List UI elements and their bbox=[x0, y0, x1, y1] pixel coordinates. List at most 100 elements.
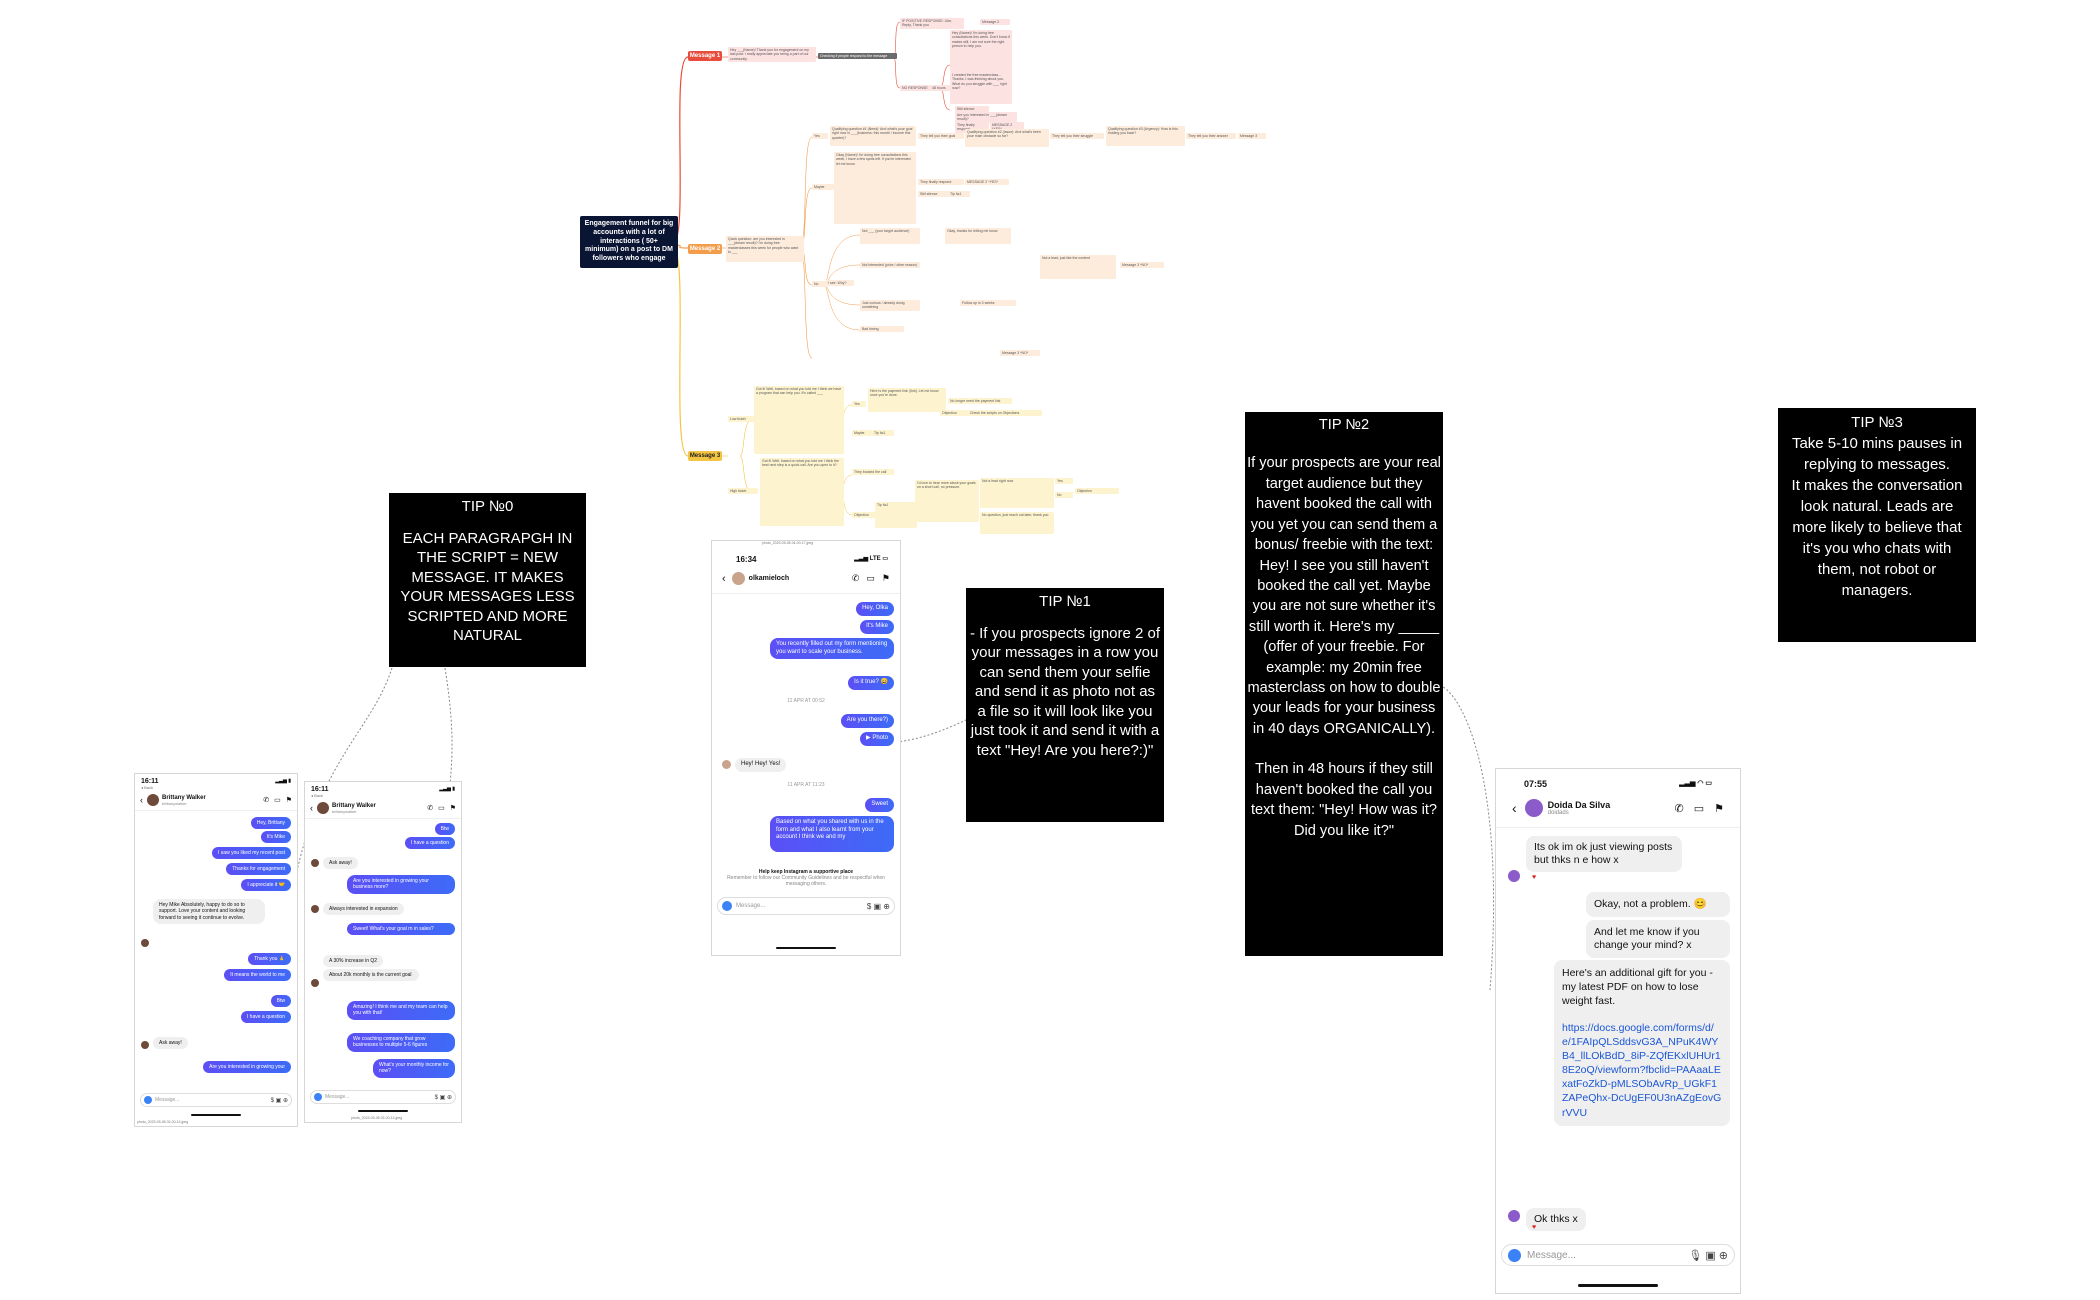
message-bubble[interactable]: Is it true? 😀 bbox=[848, 676, 894, 690]
message-2-resend[interactable]: Message 3 *NO* bbox=[1000, 350, 1040, 357]
photo-message[interactable]: ▶ Photo bbox=[860, 732, 894, 746]
message-2-no-reason-4[interactable]: Bad timing bbox=[860, 326, 904, 333]
message-3-ht-objection-label[interactable]: Objection bbox=[1075, 488, 1119, 495]
avatar[interactable] bbox=[731, 572, 745, 585]
message-bubble[interactable]: Btw bbox=[270, 995, 291, 1008]
message-bubble[interactable]: You recently filled out my form mentioni… bbox=[770, 638, 894, 659]
message-bubble[interactable]: Amazing! I think me and my team can help… bbox=[347, 1001, 455, 1020]
message-3-ht-objection-next[interactable]: Tip №1 bbox=[875, 502, 917, 528]
message-1-text[interactable]: Hey ___(Name)! Thank you for engagement … bbox=[728, 47, 816, 63]
message-bubble[interactable]: I saw you liked my recent post bbox=[212, 847, 291, 860]
message-3-ht-yes-text[interactable]: They booked the call bbox=[852, 469, 894, 476]
message-bubble[interactable]: Ok thks x bbox=[1526, 1208, 1586, 1232]
message-1-action[interactable]: Checking if people respond to the messag… bbox=[818, 53, 897, 60]
message-1-replied[interactable]: They finally respond bbox=[955, 122, 989, 133]
message-3-lt-yes[interactable]: Yes bbox=[852, 401, 866, 408]
message-bubble[interactable]: Are you interested in growing your busin… bbox=[347, 875, 455, 894]
avatar[interactable] bbox=[147, 794, 159, 806]
message-3-tag[interactable]: Message 3 bbox=[688, 451, 722, 461]
message-3-low-ticket[interactable]: Low ticket bbox=[728, 416, 756, 423]
avatar[interactable] bbox=[317, 802, 329, 814]
message-3-high-ticket[interactable]: High ticket bbox=[728, 488, 758, 495]
message-2-sell-later[interactable]: Message 3 *NO* bbox=[1120, 262, 1164, 269]
message-3-lt-objection[interactable]: Objection bbox=[940, 410, 968, 417]
message-3-ht-followup[interactable]: No question, just reach out later, thank… bbox=[980, 512, 1054, 534]
message-3-ht-objection[interactable]: Objection bbox=[852, 512, 876, 519]
message-bubble[interactable]: Are you interested in growing your bbox=[203, 1061, 291, 1074]
message-2-no-response-next[interactable]: MESSAGE 2 *YES* bbox=[965, 179, 1009, 186]
back-link[interactable]: ◂ Back bbox=[141, 785, 154, 790]
message-bubble[interactable]: It's Mike bbox=[860, 620, 894, 634]
message-composer[interactable]: Message... $ ▣ ⊕ bbox=[717, 897, 895, 915]
message-bubble[interactable]: Ask away! bbox=[323, 857, 358, 870]
video-icon[interactable]: ▭ bbox=[438, 805, 445, 812]
message-3-lt-yes-next[interactable]: No longer need the payment link bbox=[948, 398, 1012, 405]
message-bubble[interactable]: What's your monthly income for now? bbox=[373, 1059, 455, 1078]
message-3-ht-yes[interactable]: Yes bbox=[1055, 478, 1073, 485]
avatar[interactable] bbox=[1524, 799, 1543, 817]
phone-icon[interactable]: ✆ bbox=[263, 797, 270, 804]
camera-icon[interactable] bbox=[722, 901, 732, 911]
message-composer[interactable]: Message... $ ▣ ⊕ bbox=[310, 1090, 456, 1104]
back-arrow-icon[interactable]: ‹ bbox=[140, 795, 143, 805]
message-bubble[interactable]: A 30% increase in Q2 bbox=[323, 955, 384, 968]
message-1-followup[interactable]: I created the free masterclass... Thanks… bbox=[950, 72, 1012, 104]
phone-icon[interactable]: ✆ bbox=[1674, 802, 1684, 815]
message-3-lt-objection-next[interactable]: Check the scripts on Objections bbox=[968, 410, 1042, 417]
message-bubble[interactable]: Okay, not a problem. 😊 bbox=[1586, 892, 1730, 918]
message-bubble[interactable]: Hey, Olka bbox=[856, 602, 894, 616]
message-2-still-silence-next[interactable]: Tip №1 bbox=[948, 191, 970, 198]
message-3-lt-yes-text[interactable]: Here is the payment link: [link]. Let me… bbox=[868, 388, 946, 412]
message-2-q2[interactable]: Qualifying question #2 (Issue): And what… bbox=[965, 129, 1049, 147]
camera-icon[interactable] bbox=[1508, 1248, 1521, 1262]
message-2-no-reason-2[interactable]: Not interested (price / other reason) bbox=[860, 262, 920, 269]
message-1-still-no[interactable]: Still silence bbox=[955, 106, 989, 113]
message-bubble[interactable]: About 20k monthly is the current goal bbox=[323, 969, 419, 982]
contact-name[interactable]: olkamieloch bbox=[748, 575, 790, 582]
message-3-ht-no[interactable]: No bbox=[1055, 492, 1073, 499]
message-bubble[interactable]: I have a question bbox=[240, 1011, 291, 1024]
message-1-reminder[interactable]: Hey (Name)! I'm doing free consultations… bbox=[950, 30, 1012, 72]
message-2-tag[interactable]: Message 2 bbox=[688, 244, 722, 254]
video-icon[interactable]: ▭ bbox=[1693, 802, 1705, 815]
message-bubble[interactable]: Thanks for engagement bbox=[226, 863, 291, 876]
message-2-no-reason-3[interactable]: Just curious / already doing something bbox=[860, 300, 920, 311]
message-2-no-reason-1[interactable]: Not ___ (your target audience) bbox=[860, 228, 920, 244]
message-bubble[interactable]: Always interested in expansion bbox=[323, 903, 404, 916]
message-2-still-silence[interactable]: Still silence bbox=[918, 191, 948, 198]
message-2-lead[interactable]: Quick question: are you interested in __… bbox=[726, 236, 804, 262]
message-3-lt-maybe-next[interactable]: Tip №1 bbox=[872, 430, 894, 437]
message-2-q2-reply[interactable]: They tell you their struggle bbox=[1050, 133, 1104, 140]
message-1-positive[interactable]: IF POSITIVE RESPONSE: Like, Reply, Thank… bbox=[900, 18, 964, 29]
composer-icons[interactable]: 🎙 ▣ ⊕ bbox=[1688, 1249, 1728, 1262]
message-2-tell-more[interactable]: They tell you their goal bbox=[918, 133, 964, 140]
message-2-no[interactable]: No bbox=[812, 281, 828, 288]
contact-name[interactable]: Brittany Walker bbox=[162, 794, 206, 801]
composer-icons[interactable]: $ ▣ ⊕ bbox=[434, 1094, 452, 1101]
flag-icon[interactable]: ⚑ bbox=[1714, 802, 1724, 815]
message-3-lt-intro[interactable]: Got it! Well, based on what you told me … bbox=[754, 386, 844, 454]
message-2-yes-reply[interactable]: Qualifying question #1 (Need): And what'… bbox=[830, 126, 916, 146]
back-arrow-icon[interactable]: ‹ bbox=[1512, 800, 1517, 816]
message-2-follow-later[interactable]: Follow up in 3 weeks bbox=[960, 300, 1016, 307]
message-bubble[interactable]: Are you there?) bbox=[840, 714, 894, 728]
message-bubble[interactable]: Based on what you shared with us in the … bbox=[770, 816, 894, 852]
video-icon[interactable]: ▭ bbox=[274, 797, 281, 804]
message-1-tag[interactable]: Message 1 bbox=[688, 51, 722, 61]
message-2-ok-msg[interactable]: Okay, thanks for letting me know bbox=[945, 228, 1011, 244]
message-bubble[interactable]: And let me know if you change your mind?… bbox=[1586, 920, 1730, 959]
message-bubble[interactable]: Here's an additional gift for you - my l… bbox=[1554, 960, 1730, 1126]
message-3-ht-intro[interactable]: Got it! Well, based on what you told me … bbox=[760, 458, 844, 526]
message-bubble[interactable]: I appreciate it 🤝 bbox=[241, 879, 291, 892]
message-bubble[interactable]: Hey! Hey! Yes! bbox=[735, 758, 787, 772]
message-input[interactable]: Message... bbox=[1527, 1249, 1576, 1261]
message-2-maybe-text[interactable]: Okay (Name)! I'm doing free consultation… bbox=[834, 152, 916, 224]
back-link[interactable]: ◂ Back bbox=[311, 793, 324, 798]
back-arrow-icon[interactable]: ‹ bbox=[310, 803, 313, 813]
message-bubble[interactable]: Its ok im ok just viewing posts but thks… bbox=[1526, 836, 1682, 873]
message-2-q3[interactable]: Qualifying question #3 (Urgency): How is… bbox=[1106, 126, 1185, 146]
contact-name[interactable]: Brittany Walker bbox=[332, 802, 376, 809]
message-2-q3-reply[interactable]: They tell you their answer bbox=[1186, 133, 1236, 140]
message-bubble[interactable]: I have a question bbox=[404, 837, 455, 850]
message-bubble[interactable]: We coaching company that grow businesses… bbox=[347, 1033, 455, 1052]
